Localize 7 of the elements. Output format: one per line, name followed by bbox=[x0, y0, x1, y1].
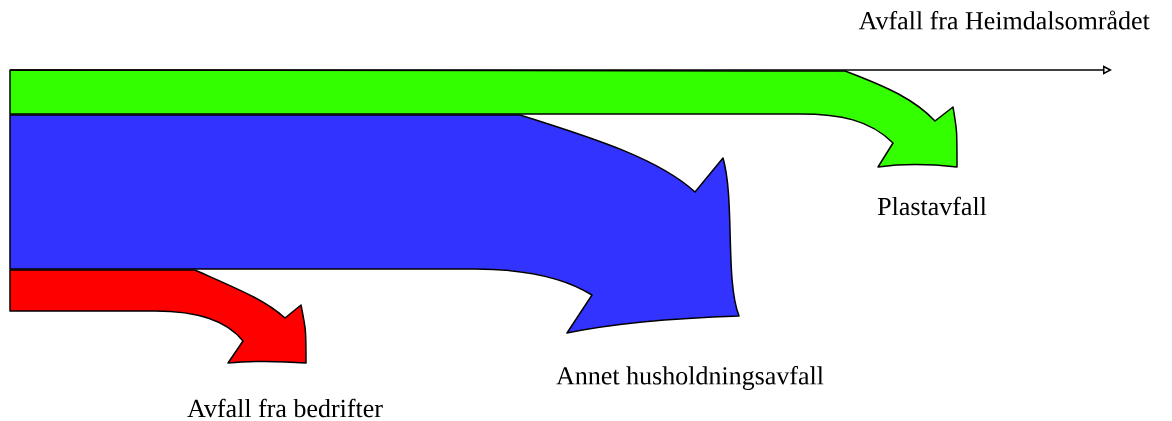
flow-label: Annet husholdningsavfall bbox=[556, 366, 824, 390]
flow-arrow bbox=[9, 114, 740, 334]
flow-arrow bbox=[9, 69, 958, 168]
flow-arrow bbox=[9, 269, 307, 364]
flow-label: Avfall fra Heimdalsområdet bbox=[858, 10, 1150, 30]
flow-label: Plastavfall bbox=[877, 196, 987, 216]
flow-label: Avfall fra bedrifter bbox=[187, 398, 383, 418]
